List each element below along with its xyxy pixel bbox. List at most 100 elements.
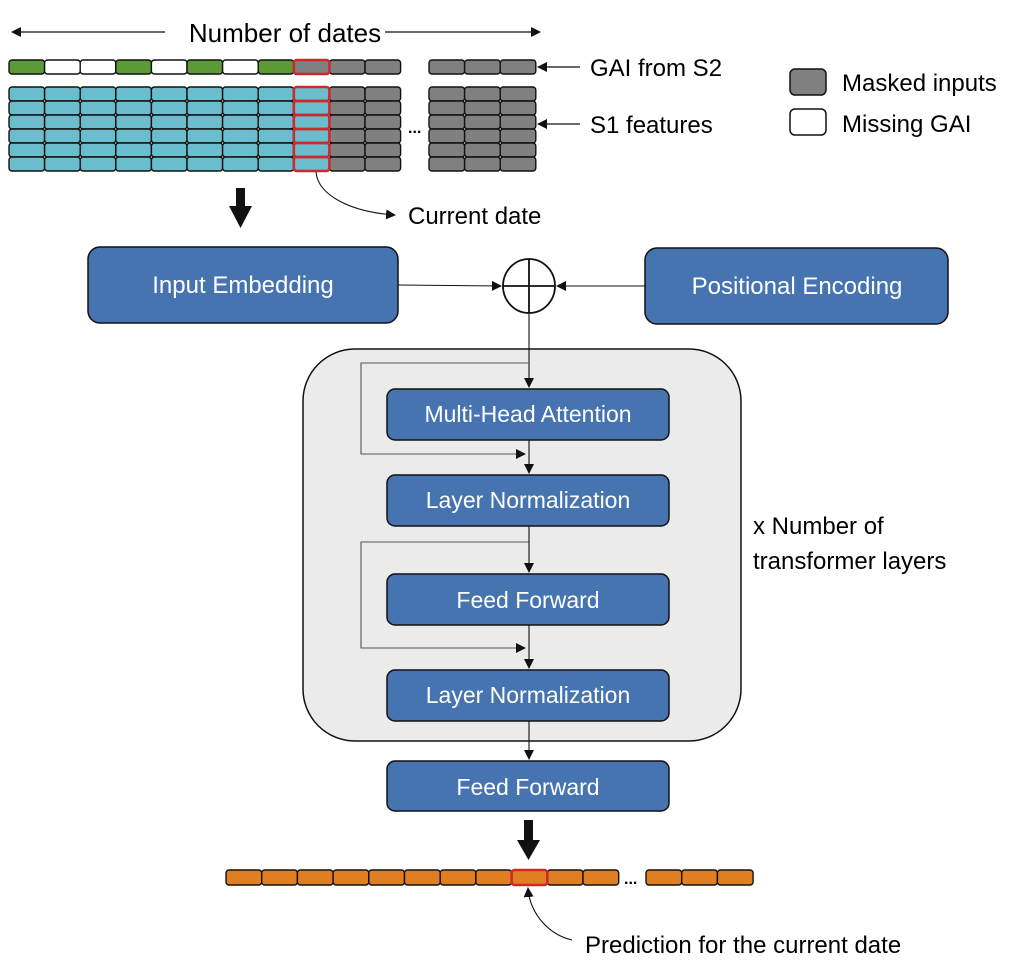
output-ellipsis: ... (624, 871, 637, 888)
legend: Masked inputs Missing GAI (789, 68, 997, 138)
output-down-arrow-icon (517, 820, 540, 860)
s1-cell-masked (328, 86, 366, 102)
s1-cell-masked (463, 86, 501, 102)
s1-cell-masked (328, 142, 366, 158)
gai-cell-masked (463, 59, 501, 75)
dates-axis-label: Number of dates (189, 18, 381, 48)
prediction-cell (475, 869, 513, 886)
s1-cell-feature (115, 100, 153, 116)
layer-normalization-block-2: Layer Normalization (386, 669, 670, 722)
s1-cell-feature (293, 86, 331, 102)
gai-cell-masked (364, 59, 402, 75)
s1-cell-feature (257, 114, 295, 130)
s1-cell-feature (43, 86, 81, 102)
s1-cell-feature (43, 128, 81, 144)
s1-cell-feature (221, 156, 259, 172)
s1-cell-feature (8, 128, 46, 144)
s1-cell-feature (43, 142, 81, 158)
s1-cell-feature (186, 156, 224, 172)
prediction-cell (716, 869, 754, 886)
transformer-layer-container (302, 348, 742, 742)
s1-cell-masked (428, 142, 466, 158)
current-prediction-highlight (510, 868, 549, 887)
s1-cell-masked (463, 142, 501, 158)
s1-cell-masked (428, 86, 466, 102)
positional-encoding-label: Positional Encoding (692, 273, 903, 300)
embedding-to-sum-connector (397, 280, 502, 291)
s1-cell-masked (428, 128, 466, 144)
prediction-cell (261, 869, 299, 886)
gai-cell-masked (499, 59, 537, 75)
s1-cell-masked (328, 128, 366, 144)
s1-cell-masked (499, 100, 537, 116)
input-embedding-label: Input Embedding (152, 272, 333, 299)
gai-cell-masked (293, 59, 331, 75)
gai-cell-masked (328, 59, 366, 75)
current-date-pointer (315, 171, 396, 220)
repeat-label-line2: transformer layers (753, 548, 946, 575)
s1-cell-masked (328, 156, 366, 172)
prediction-cell (582, 869, 620, 886)
prediction-cell (403, 869, 441, 886)
s1-cell-feature (79, 156, 117, 172)
prediction-label: Prediction for the current date (585, 932, 901, 959)
gai-cell-present (115, 59, 153, 75)
feed-forward-block-inner: Feed Forward (386, 573, 670, 626)
s1-cell-masked (364, 100, 402, 116)
prediction-cell (510, 869, 549, 886)
s1-cell-feature (221, 142, 259, 158)
gai-cell-missing (43, 59, 81, 75)
residual-connection-2 (360, 541, 529, 653)
s1-cell-feature (186, 100, 224, 116)
grid-ellipsis: ... (408, 120, 421, 137)
prediction-cell (645, 869, 683, 886)
s1-cell-feature (79, 86, 117, 102)
prediction-cell (332, 869, 370, 886)
s1-cell-feature (115, 128, 153, 144)
s1-cell-feature (257, 86, 295, 102)
gai-cell-masked (428, 59, 466, 75)
prediction-cell (368, 869, 406, 886)
s1-cell-feature (43, 156, 81, 172)
s1-cell-masked (463, 128, 501, 144)
prediction-pointer (523, 887, 573, 941)
s1-cell-feature (79, 114, 117, 130)
repeat-label-line1: x Number of (753, 513, 884, 540)
s1-cell-feature (257, 156, 295, 172)
s1-cell-masked (463, 114, 501, 130)
s1-rows-label: S1 features (590, 112, 713, 139)
s1-cell-feature (221, 86, 259, 102)
multi-head-attention-block: Multi-Head Attention (386, 388, 670, 441)
feed-forward-label-inner: Feed Forward (456, 587, 599, 613)
s1-cell-masked (364, 128, 402, 144)
s1-cell-masked (499, 128, 537, 144)
s1-cell-feature (221, 100, 259, 116)
s1-cell-feature (293, 128, 331, 144)
s1-cell-masked (328, 114, 366, 130)
prediction-cell (296, 869, 334, 886)
s1-cell-feature (8, 156, 46, 172)
s1-cell-masked (428, 156, 466, 172)
s1-cell-feature (115, 86, 153, 102)
input-down-arrow-icon (229, 188, 252, 228)
gai-cell-missing (150, 59, 188, 75)
s1-cell-masked (364, 114, 402, 130)
s1-cell-feature (8, 114, 46, 130)
current-date-gai-highlight (292, 58, 331, 76)
s1-cell-feature (79, 128, 117, 144)
legend-label-masked: Masked inputs (842, 70, 997, 97)
multi-head-attention-label: Multi-Head Attention (424, 401, 631, 427)
feed-forward-block-outer: Feed Forward (386, 760, 670, 812)
s1-cell-masked (499, 156, 537, 172)
prediction-cell (681, 869, 719, 886)
s1-cell-feature (293, 100, 331, 116)
gai-cell-missing (221, 59, 259, 75)
s1-cell-masked (499, 142, 537, 158)
s1-cell-masked (364, 156, 402, 172)
s1-cell-masked (428, 100, 466, 116)
s1-cell-feature (79, 100, 117, 116)
s1-cell-feature (186, 86, 224, 102)
input-embedding-block: Input Embedding (87, 246, 399, 324)
s1-cell-masked (463, 100, 501, 116)
